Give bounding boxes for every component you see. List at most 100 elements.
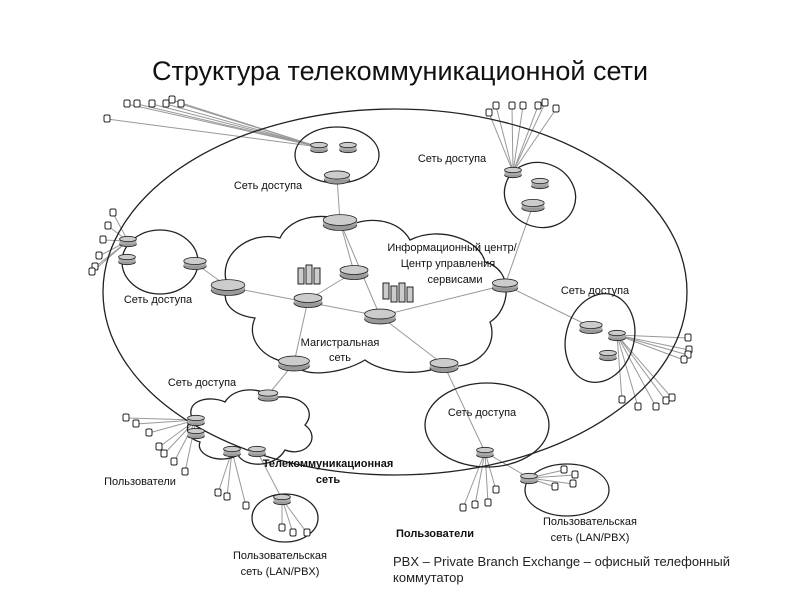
user-terminal-icon bbox=[160, 449, 168, 458]
switch-node-top bbox=[278, 355, 310, 367]
switch-node-icon bbox=[322, 214, 358, 231]
switch-node-top bbox=[520, 472, 538, 480]
user-link bbox=[165, 103, 320, 148]
user-terminal-icon bbox=[471, 500, 479, 509]
switch-node-icon bbox=[491, 278, 518, 293]
user-terminal-icon bbox=[145, 428, 153, 437]
label-lan-left: сеть (LAN/PBX) bbox=[241, 566, 320, 578]
label-access-right: Сеть доступа bbox=[561, 285, 630, 297]
switch-node-top bbox=[210, 279, 246, 291]
user-terminal-icon bbox=[552, 104, 560, 113]
switch-node-top bbox=[187, 427, 205, 435]
user-link bbox=[136, 103, 320, 148]
label-lan-right: Пользовательская bbox=[543, 516, 637, 528]
user-link bbox=[512, 105, 524, 173]
user-link bbox=[512, 105, 539, 173]
user-terminal-icon bbox=[148, 99, 156, 108]
label-info-center: Информационный центр/ bbox=[387, 242, 517, 254]
switch-node-icon bbox=[579, 320, 603, 334]
switch-node-icon bbox=[223, 445, 241, 458]
label-access-bottom-right: Сеть доступа bbox=[448, 407, 517, 419]
user-terminal-icon bbox=[99, 235, 107, 244]
switch-node-icon bbox=[187, 414, 205, 427]
user-link bbox=[512, 102, 546, 173]
switch-node-icon bbox=[119, 235, 137, 248]
user-link bbox=[180, 103, 320, 148]
network-link bbox=[379, 315, 445, 366]
user-terminal-icon bbox=[541, 98, 549, 107]
network-link bbox=[379, 284, 506, 317]
user-link bbox=[135, 419, 197, 425]
label-lan-right: сеть (LAN/PBX) bbox=[551, 532, 630, 544]
switch-node-top bbox=[273, 493, 291, 501]
label-access-top: Сеть доступа bbox=[234, 180, 303, 192]
access-cloud bbox=[186, 389, 313, 465]
label-info-center: Центр управления bbox=[401, 258, 496, 270]
user-link bbox=[151, 103, 320, 148]
switch-node-top bbox=[223, 445, 241, 453]
footnote: PBX – Private Branch Exchange – офисный … bbox=[393, 554, 793, 586]
label-access-left: Сеть доступа bbox=[124, 294, 193, 306]
switch-node-icon bbox=[608, 329, 626, 342]
switch-node-icon bbox=[257, 389, 279, 402]
switch-node-icon bbox=[210, 279, 246, 296]
user-link bbox=[616, 334, 623, 401]
switch-node-icon bbox=[531, 177, 549, 190]
switch-node-top bbox=[119, 235, 137, 243]
footnote-line: коммутатор bbox=[393, 570, 464, 585]
user-terminal-icon bbox=[484, 498, 492, 507]
switch-node-top bbox=[322, 214, 358, 226]
footnote-line: PBX – Private Branch Exchange – офисный … bbox=[393, 554, 731, 569]
switch-node-top bbox=[521, 198, 545, 207]
user-link bbox=[616, 334, 673, 399]
access-network-top-right bbox=[503, 161, 577, 229]
user-link bbox=[616, 334, 685, 361]
switch-node-icon bbox=[323, 170, 350, 185]
user-link bbox=[616, 334, 690, 351]
user-terminal-icon bbox=[123, 99, 131, 108]
user-terminal-icon bbox=[680, 355, 688, 364]
switch-node-icon bbox=[476, 446, 494, 459]
switch-node-icon bbox=[339, 265, 369, 280]
user-link bbox=[484, 451, 489, 504]
switch-node-icon bbox=[118, 253, 136, 266]
user-link bbox=[231, 450, 247, 507]
user-terminal-icon bbox=[684, 333, 692, 342]
user-link bbox=[488, 112, 514, 173]
user-link bbox=[616, 334, 657, 408]
network-link bbox=[504, 284, 592, 328]
user-terminal-icon bbox=[459, 503, 467, 512]
telecom-network-boundary bbox=[102, 108, 688, 476]
switch-node-icon bbox=[293, 293, 323, 308]
switch-node-top bbox=[293, 293, 323, 303]
user-link bbox=[616, 334, 639, 408]
user-terminal-icon bbox=[618, 395, 626, 404]
switch-node-top bbox=[531, 177, 549, 185]
user-terminal-icon bbox=[303, 528, 311, 537]
diagram-labels: Сеть доступа Сеть доступа Сеть доступа С… bbox=[104, 153, 637, 578]
user-link bbox=[616, 334, 667, 402]
user-link bbox=[173, 419, 197, 463]
user-link bbox=[462, 451, 486, 509]
switch-node-icon bbox=[521, 198, 545, 212]
user-terminal-icon bbox=[485, 108, 493, 117]
switch-node-top bbox=[491, 278, 518, 288]
switch-node-top bbox=[118, 253, 136, 261]
access-network-right bbox=[564, 293, 636, 383]
user-terminal-icon bbox=[133, 99, 141, 108]
user-link bbox=[474, 451, 486, 506]
user-terminal-icon bbox=[162, 99, 170, 108]
label-telecom-network: Телекоммуникационная bbox=[263, 458, 394, 470]
user-link bbox=[184, 419, 197, 473]
user-terminal-icon bbox=[132, 419, 140, 428]
switch-node-top bbox=[187, 414, 205, 422]
user-terminal-icon bbox=[155, 442, 163, 451]
user-terminal-icon bbox=[289, 528, 297, 537]
switch-node-icon bbox=[339, 141, 357, 154]
switch-node-top bbox=[608, 329, 626, 337]
switch-node-top bbox=[476, 446, 494, 454]
user-link bbox=[484, 451, 497, 491]
user-terminal-icon bbox=[569, 479, 577, 488]
user-link bbox=[511, 105, 514, 173]
switch-node-icon bbox=[187, 427, 205, 440]
